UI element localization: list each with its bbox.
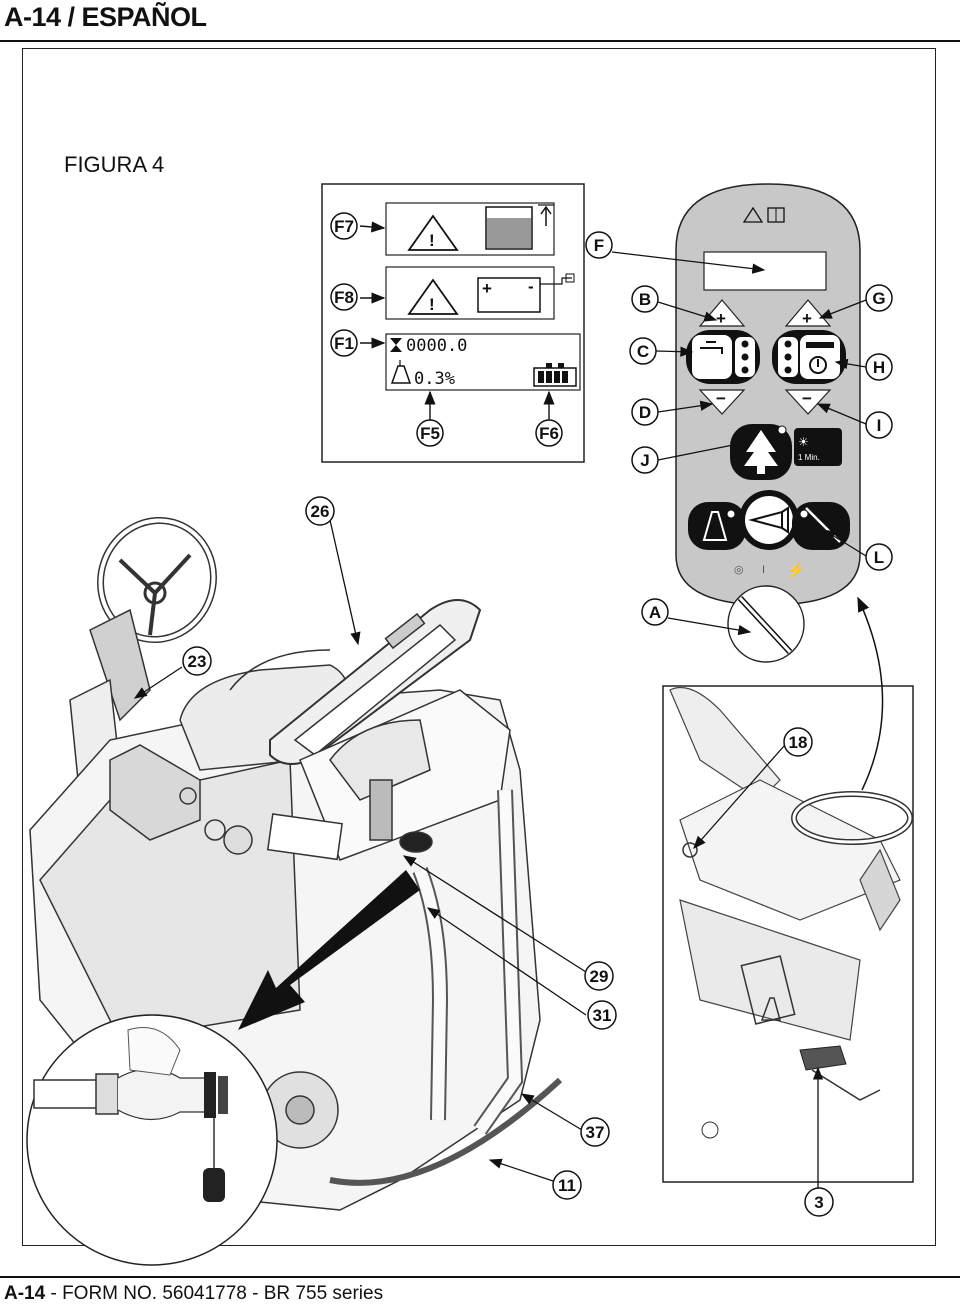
svg-text:18: 18 [789,733,808,752]
control-panel: + − + − 1 Min. ☀ [675,183,861,606]
svg-text:F1: F1 [334,334,354,353]
callout-I: I [865,411,893,439]
svg-text:37: 37 [586,1123,605,1142]
svg-text:G: G [872,289,885,308]
callout-J: J [631,446,659,474]
faucet-icon [692,335,732,379]
page-footer: A-14 - FORM NO. 56041778 - BR 755 series [4,1283,383,1305]
svg-text:B: B [639,290,651,309]
figure-frame [22,48,936,1246]
tree-icon [744,430,778,466]
vacuum-off-button[interactable] [792,502,850,550]
header-rule [0,40,960,42]
eco-timer-legend [794,428,842,466]
svg-text:+: + [802,309,812,328]
svg-text:−: − [802,389,812,408]
svg-text:L: L [874,548,884,567]
figure-title: FIGURA 4 [64,152,165,177]
svg-text:+: + [716,309,726,328]
detergent-button[interactable] [688,502,746,550]
svg-text:11: 11 [558,1176,576,1195]
callout-F8: F8 [330,283,358,311]
curved-arrow [857,596,884,791]
svg-text:D: D [639,403,651,422]
hour-counter: 0000.0 [406,336,467,356]
battery-charger-icon: + - [477,273,575,313]
callout-11: 11 [552,1170,582,1200]
callout-F7: F7 [330,212,358,240]
svg-text:!: ! [429,231,435,250]
svg-text:26: 26 [311,502,330,521]
timer-label: 1 Min. [798,453,820,462]
svg-text:J: J [640,451,649,470]
svg-text:F8: F8 [334,288,354,307]
callout-H: H [865,353,893,381]
callout-C: C [629,337,657,365]
callout-F: F [585,231,613,259]
detail-pointer-arrow [238,870,420,1030]
svg-text:−: − [716,389,726,408]
svg-text:!: ! [429,295,435,314]
callout-A: A [641,598,669,626]
warning-icon: ! [407,278,459,315]
callout-18: 18 [783,727,813,757]
recovery-tank-full-icon [485,204,554,250]
callout-F1: F1 [330,329,358,357]
svg-text:☀: ☀ [798,435,809,449]
svg-text:31: 31 [593,1006,612,1025]
brush-pressure-decrease-button[interactable] [784,389,832,415]
svg-text:F7: F7 [334,217,354,236]
svg-text:+: + [482,279,492,298]
callout-23: 23 [182,646,212,676]
callout-D: D [631,398,659,426]
drain-hose-detail [26,1014,278,1266]
key-switch-detail [727,585,805,663]
callout-31: 31 [587,1000,617,1030]
display-inset: ! ! + - 0000.0 0.3% [321,183,585,463]
callout-B: B [631,285,659,313]
svg-text:I: I [762,564,765,576]
svg-text:3: 3 [814,1193,823,1212]
svg-text:29: 29 [590,967,609,986]
svg-text:F5: F5 [420,424,440,443]
callout-F5: F5 [416,419,444,447]
svg-text:C: C [637,342,649,361]
svg-text:◎: ◎ [734,564,744,576]
svg-text:F6: F6 [539,424,559,443]
detergent-icon [390,360,412,384]
callout-26: 26 [305,496,335,526]
callout-37: 37 [580,1117,610,1147]
page-header-title: A-14 / ESPAÑOL [4,2,207,32]
footer-page-number: A-14 [4,1283,46,1304]
manual-warning-icon [742,206,785,223]
svg-text:A: A [649,603,661,622]
hourglass-icon [390,338,402,352]
panel-display-window [703,251,827,291]
footer-rule [0,1276,960,1278]
footer-form-number: - FORM NO. 56041778 - BR 755 series [45,1283,384,1304]
svg-text:H: H [873,358,885,377]
svg-text:I: I [877,416,882,435]
svg-text:⚡: ⚡ [786,561,805,579]
warning-icon: ! [407,214,459,251]
battery-level-icon [533,363,577,387]
callout-L: L [865,543,893,571]
callout-3: 3 [804,1187,834,1217]
detergent-percentage: 0.3% [414,369,455,389]
callout-G: G [865,284,893,312]
svg-text:F: F [594,236,604,255]
svg-text:-: - [528,277,534,296]
operator-area-detail [662,685,914,1183]
svg-text:23: 23 [188,652,207,671]
callout-F6: F6 [535,419,563,447]
callout-29: 29 [584,961,614,991]
